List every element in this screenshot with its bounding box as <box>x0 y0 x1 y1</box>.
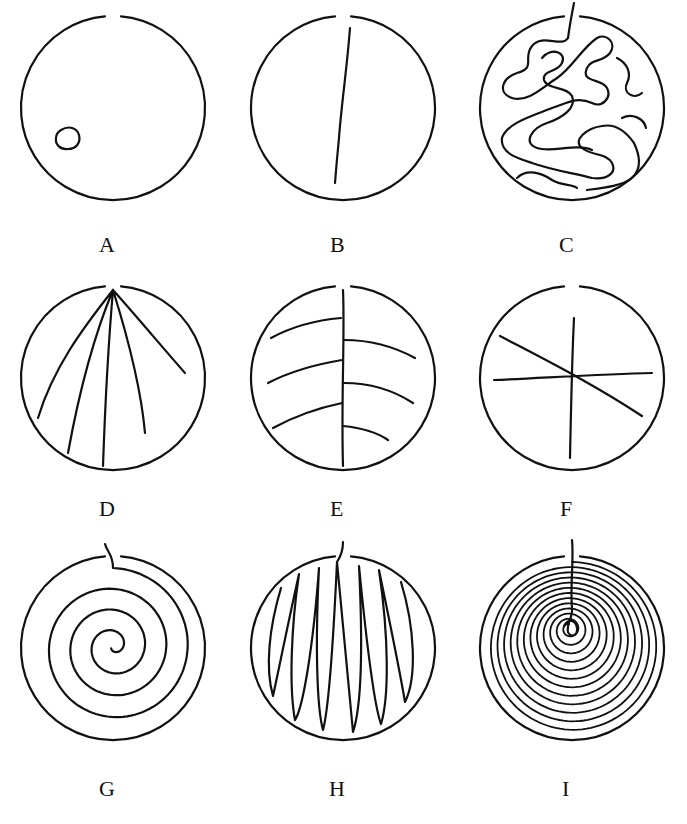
figure-letter: F <box>560 498 572 520</box>
circle-outline <box>251 286 435 470</box>
circle-outline <box>21 286 205 470</box>
figure-b <box>251 16 435 200</box>
circle-outline <box>251 556 435 740</box>
scale-lines <box>269 562 413 732</box>
figure-e <box>251 286 435 470</box>
figure-letter: I <box>562 778 569 800</box>
circle-outline <box>21 16 205 200</box>
spiral <box>49 544 188 717</box>
figure-i <box>480 540 664 740</box>
figure-a <box>21 16 205 200</box>
circle-outline <box>251 16 435 200</box>
veins <box>38 290 185 466</box>
side-veins <box>268 318 415 440</box>
blob <box>56 128 80 150</box>
scribble <box>517 58 646 188</box>
scribble <box>502 3 639 190</box>
spiral <box>491 562 656 730</box>
figure-letter: B <box>330 234 345 256</box>
stem <box>564 540 577 635</box>
figure-d <box>21 286 205 470</box>
midrib <box>342 290 343 466</box>
circle-outline <box>480 286 664 470</box>
figure-f <box>480 286 664 470</box>
figure-letter: E <box>330 498 343 520</box>
figure-letter: A <box>99 234 115 256</box>
figure-letter: D <box>99 498 115 520</box>
scribble <box>530 52 592 150</box>
figure-letter: G <box>99 778 115 800</box>
figure-letter: H <box>329 778 345 800</box>
figure-h <box>251 542 435 740</box>
radiating-lines <box>494 318 652 458</box>
line <box>335 28 350 183</box>
stem <box>337 542 343 562</box>
figure-g <box>21 544 205 740</box>
figure-letter: C <box>559 234 574 256</box>
figure-c <box>480 3 664 200</box>
